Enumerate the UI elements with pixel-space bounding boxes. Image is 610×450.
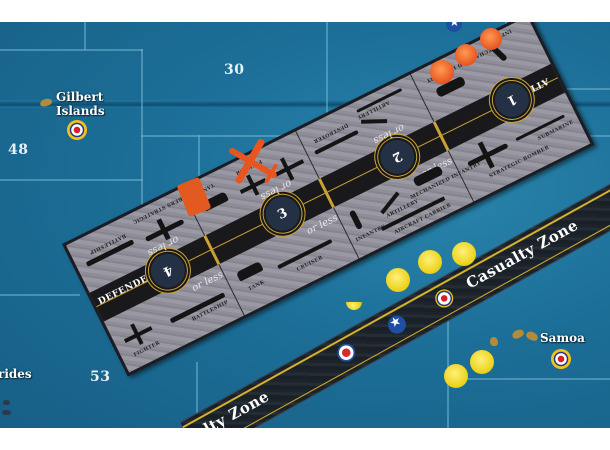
gilbert-islands-label: Gilbert Islands: [56, 90, 105, 118]
new-hebrides-landmass[interactable]: [2, 410, 11, 415]
samoa-landmass[interactable]: [510, 327, 526, 341]
samoa-label: Samoa: [540, 331, 585, 345]
infantry-silhouette-icon: [348, 209, 364, 231]
star-icon: ★: [449, 22, 460, 29]
uk-roundel-icon: [67, 120, 87, 140]
sea-zone-53[interactable]: 53: [90, 369, 111, 385]
japanese-infantry-piece[interactable]: [455, 44, 477, 66]
anzac-infantry-piece[interactable]: [386, 268, 410, 292]
zone-border: [447, 378, 610, 380]
gilbert-label-line1: Gilbert: [56, 90, 104, 104]
board-fold-seam: [0, 100, 610, 108]
japanese-fighter-piece[interactable]: [222, 134, 284, 192]
zone-border: [0, 49, 143, 51]
anzac-infantry-piece[interactable]: [346, 302, 362, 310]
anzac-infantry-piece[interactable]: [418, 250, 442, 274]
new-hebrides-label: rides: [0, 367, 32, 381]
zone-border: [141, 49, 143, 205]
zone-border: [0, 294, 80, 296]
sea-zone-48[interactable]: 48: [8, 142, 29, 158]
artillery-silhouette-icon: [361, 119, 388, 124]
casualty-zone-label-partial: lty Zone: [200, 387, 273, 428]
gilbert-label-line2: Islands: [56, 104, 105, 118]
zone-border: [196, 362, 198, 428]
zone-border: [326, 22, 328, 137]
anzac-infantry-piece[interactable]: [452, 242, 476, 266]
anzac-infantry-piece[interactable]: [470, 350, 494, 374]
us-star-roundel-icon: ★: [384, 312, 410, 337]
tank-silhouette-icon: [235, 261, 264, 282]
japanese-infantry-piece[interactable]: [480, 28, 502, 50]
uk-roundel-icon: [431, 286, 457, 311]
uk-roundel-icon: [551, 349, 571, 369]
zone-border: [198, 135, 200, 205]
zone-border: [447, 282, 449, 428]
japanese-infantry-piece[interactable]: [430, 60, 454, 84]
japan-roundel-icon: [334, 340, 359, 365]
unit-label: TANK: [247, 279, 266, 293]
unit-label: SUBMARINE: [536, 119, 575, 143]
new-hebrides-landmass[interactable]: [3, 400, 10, 405]
unit-label: FIGHTER: [132, 340, 162, 359]
samoa-landmass[interactable]: [490, 337, 498, 346]
zone-border: [560, 88, 610, 90]
casualty-zone-label: Casualty Zone: [462, 215, 582, 293]
anzac-infantry-piece[interactable]: [444, 364, 468, 388]
us-star-roundel-icon: [446, 22, 462, 32]
sea-zone-30[interactable]: 30: [224, 62, 245, 78]
zone-border: [84, 22, 86, 50]
zone-border: [0, 179, 143, 181]
game-board: 30 29 48 49 51 50 53 Gilbert Islands Sam…: [0, 22, 610, 428]
samoa-landmass[interactable]: [524, 330, 540, 342]
